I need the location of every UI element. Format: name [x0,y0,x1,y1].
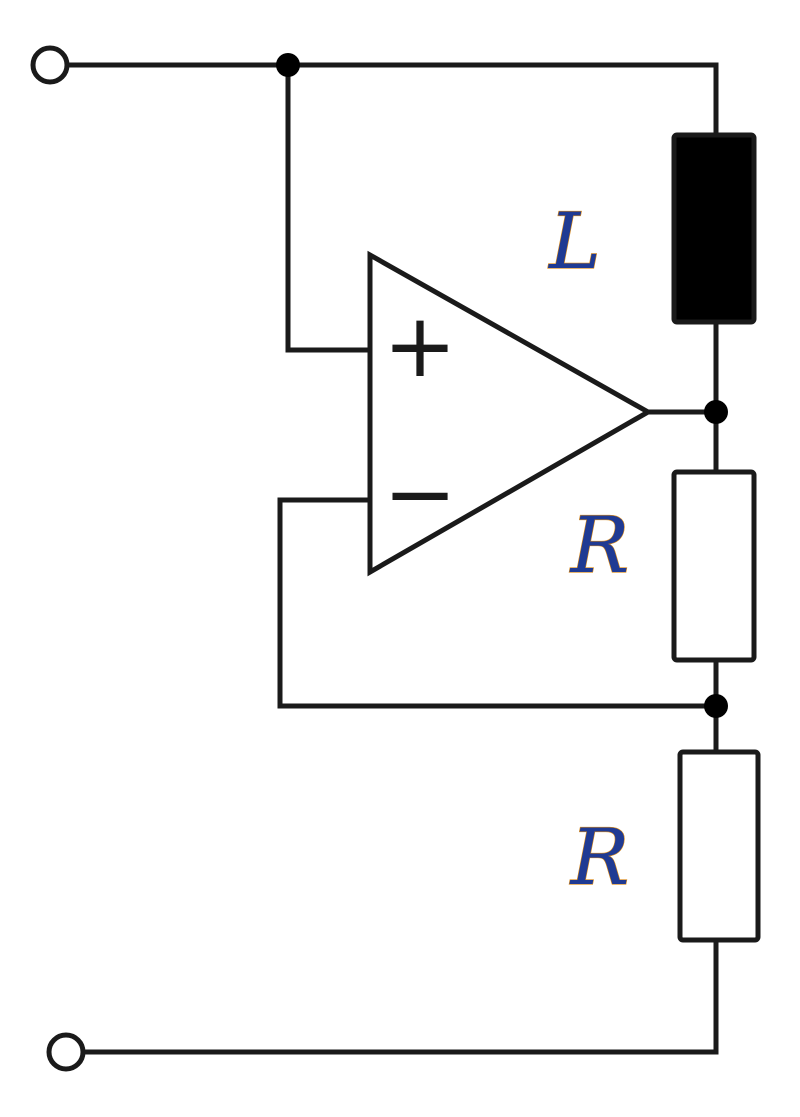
opamp-plus-sign: + [383,294,457,397]
inductor-L [671,132,757,325]
opamp-triangle [367,250,654,577]
wires [63,62,719,1055]
resistor-bottom [677,749,761,943]
junction-feedback [704,694,728,718]
wire-feedback-to-minus-input [277,497,719,709]
label-resistor-middle: R [569,501,630,591]
junctions [276,53,728,718]
terminal-bottom-icon [46,1032,86,1072]
resistor-middle [671,469,757,663]
opamp-minus-sign: − [383,442,457,545]
label-inductor: L [547,197,601,287]
terminal-top-icon [30,45,70,85]
wire-to-plus-input [285,62,373,353]
junction-output [704,400,728,424]
wire-top-rail [63,62,719,138]
junction-top [276,53,300,77]
wire-bottom-rail [81,937,719,1055]
opamp: + − [367,250,654,577]
label-resistor-bottom: R [569,813,630,903]
terminals [30,45,86,1072]
